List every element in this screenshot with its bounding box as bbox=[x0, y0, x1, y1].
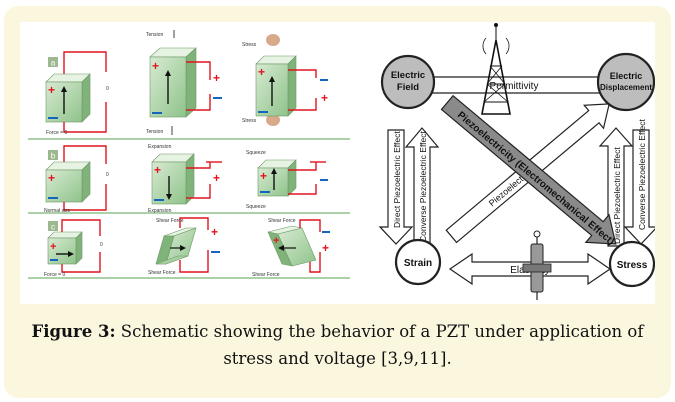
svg-text:+: + bbox=[213, 171, 220, 185]
cube-c1: + 0 Force = 0 bbox=[44, 219, 103, 278]
svg-text:Converse Piezoelectric Effect: Converse Piezoelectric Effect bbox=[637, 118, 647, 230]
svg-text:+: + bbox=[211, 225, 218, 239]
svg-text:Shear Force: Shear Force bbox=[252, 272, 280, 278]
cube-a2: + + Tension Tension bbox=[146, 30, 222, 135]
svg-text:Tension: Tension bbox=[146, 129, 163, 135]
electric-displacement-node: Electric Displacement bbox=[596, 52, 656, 112]
svg-text:a: a bbox=[51, 59, 56, 68]
figure-caption-text: Schematic showing the behavior of a PZT … bbox=[115, 322, 644, 368]
svg-text:+: + bbox=[213, 71, 220, 85]
svg-text:+: + bbox=[321, 91, 328, 105]
cube-a1: + 0 Force = 0 bbox=[45, 51, 109, 136]
svg-text:Force = 0: Force = 0 bbox=[46, 130, 67, 136]
figure-caption: Figure 3: Schematic showing the behavior… bbox=[20, 318, 655, 372]
pzt-schematic: a b c + bbox=[28, 23, 659, 300]
svg-text:Direct Piezoelectric Effect: Direct Piezoelectric Effect bbox=[612, 147, 622, 244]
right-panel: Permittivity Elasticity Direct Piezoelec… bbox=[378, 23, 659, 300]
cube-a3: + + Stress Stress bbox=[242, 34, 328, 126]
svg-text:Converse Piezoelectric Effect: Converse Piezoelectric Effect bbox=[418, 130, 428, 242]
cube-c2: + Shear Force Shear Force bbox=[148, 217, 220, 276]
svg-text:+: + bbox=[152, 59, 159, 73]
figure-image: a b c + bbox=[20, 22, 659, 304]
svg-text:+: + bbox=[258, 65, 265, 79]
svg-text:Normal size: Normal size bbox=[44, 208, 71, 214]
svg-text:0: 0 bbox=[106, 172, 109, 178]
svg-text:0: 0 bbox=[100, 242, 103, 248]
converse-effect-left-arrow bbox=[404, 127, 440, 245]
svg-text:Expansion: Expansion bbox=[148, 144, 172, 150]
svg-text:+: + bbox=[48, 83, 55, 97]
direct-effect-left-arrow bbox=[378, 129, 414, 245]
satellite-icon bbox=[522, 230, 552, 300]
cube-c3: + + Shear Force Shear Force bbox=[252, 218, 330, 278]
svg-text:Stress: Stress bbox=[242, 42, 257, 48]
cube-b3: + Squeeze Squeeze bbox=[246, 150, 328, 210]
svg-text:Direct Piezoelectric Effect: Direct Piezoelectric Effect bbox=[392, 131, 402, 228]
left-panel: a b c + bbox=[28, 30, 350, 279]
svg-text:Expansion: Expansion bbox=[148, 208, 172, 214]
svg-text:c: c bbox=[51, 223, 55, 232]
svg-text:+: + bbox=[50, 241, 56, 253]
svg-text:Shear Force: Shear Force bbox=[268, 218, 296, 224]
svg-text:+: + bbox=[260, 169, 267, 183]
svg-text:Field: Field bbox=[397, 82, 419, 93]
svg-text:Electric: Electric bbox=[610, 71, 643, 81]
svg-text:Piezoelectricity (Electromecha: Piezoelectricity (Electromechanical Effe… bbox=[455, 110, 616, 248]
antenna-tower-icon bbox=[481, 23, 511, 115]
stress-node: Stress bbox=[608, 240, 656, 288]
svg-text:Strain: Strain bbox=[404, 258, 432, 269]
svg-text:Stress: Stress bbox=[242, 118, 257, 124]
svg-text:Stress: Stress bbox=[617, 260, 648, 271]
svg-text:Squeeze: Squeeze bbox=[246, 150, 266, 156]
svg-text:Electric: Electric bbox=[391, 70, 425, 81]
converse-effect-right-arrow bbox=[623, 129, 659, 245]
svg-text:0: 0 bbox=[106, 86, 109, 92]
svg-text:b: b bbox=[51, 152, 56, 161]
svg-text:+: + bbox=[154, 163, 161, 177]
figure-label: Figure 3: bbox=[31, 322, 116, 341]
svg-text:+: + bbox=[273, 235, 279, 247]
svg-text:Squeeze: Squeeze bbox=[246, 204, 266, 210]
row-label-a: a bbox=[48, 57, 58, 68]
row-label-c: c bbox=[48, 221, 58, 232]
strain-node: Strain bbox=[394, 238, 442, 286]
svg-text:Displacement: Displacement bbox=[600, 83, 652, 92]
cube-b2: + + Expansion Expansion bbox=[148, 144, 222, 214]
svg-text:Tension: Tension bbox=[146, 32, 163, 38]
svg-text:+: + bbox=[322, 241, 329, 255]
figure-card: a b c + bbox=[4, 6, 671, 398]
svg-text:Shear Force: Shear Force bbox=[148, 270, 176, 276]
svg-text:Force = 0: Force = 0 bbox=[44, 272, 65, 278]
svg-text:Permittivity: Permittivity bbox=[490, 81, 539, 92]
cube-b1: + 0 Normal size bbox=[44, 145, 109, 214]
svg-text:Shear Force: Shear Force bbox=[156, 218, 184, 224]
svg-text:+: + bbox=[48, 171, 55, 185]
electric-field-node: Electric Field bbox=[380, 54, 436, 110]
row-label-b: b bbox=[48, 150, 58, 161]
